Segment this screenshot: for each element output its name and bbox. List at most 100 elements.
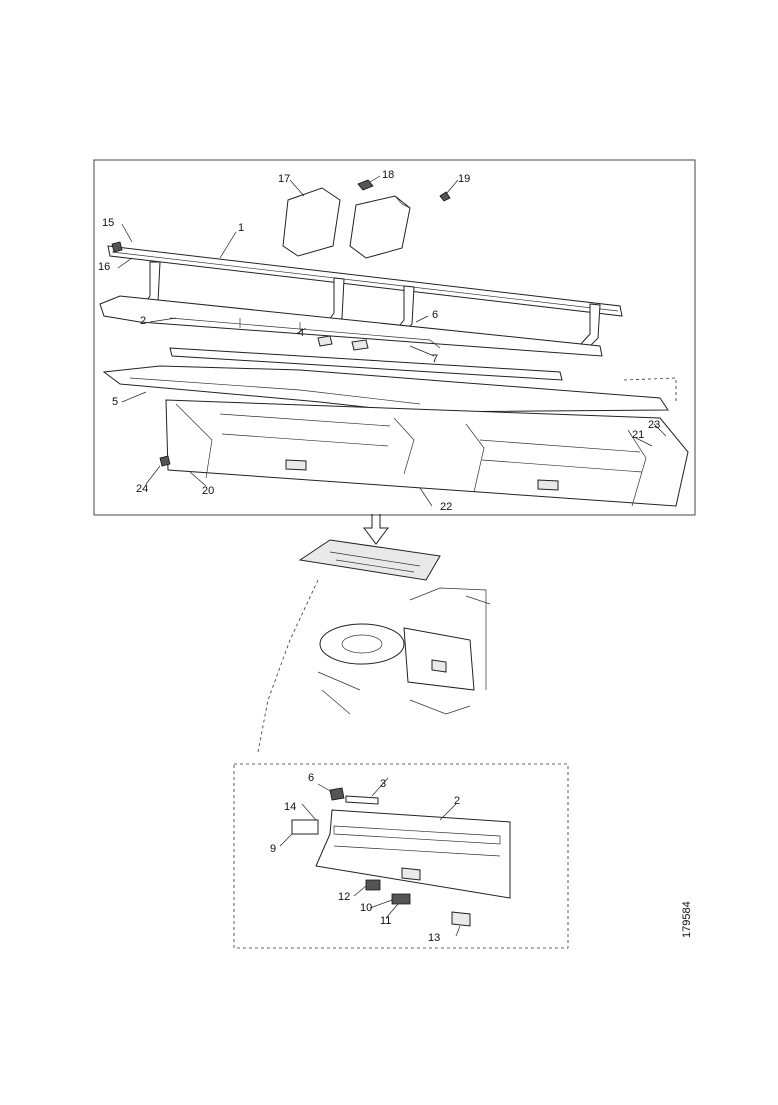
overhead-console-detail [329, 551, 421, 573]
callout-b11: 6 [308, 772, 314, 784]
leader-15 [121, 223, 133, 243]
down-arrow [363, 514, 389, 545]
callout-18: 18 [382, 169, 394, 181]
leader-20 [189, 471, 207, 487]
leader-b10 [371, 777, 389, 797]
leader-24 [145, 465, 161, 485]
mid-plate-edge [169, 317, 441, 349]
callout-4: 4 [298, 327, 304, 339]
storage-panel-groove [333, 845, 501, 857]
arrow-marks [239, 318, 301, 330]
lower-plate [102, 365, 669, 413]
lamp-part-12 [451, 911, 471, 927]
seat-lines [317, 671, 361, 715]
top-rail-inner [111, 251, 619, 312]
callout-b6: 10 [360, 902, 372, 914]
callout-21: 21 [632, 429, 644, 441]
callout-17: 17 [278, 173, 290, 185]
leader-b12 [455, 925, 461, 937]
console-seam-right [465, 423, 485, 493]
callout-b10: 3 [380, 778, 386, 790]
callout-16: 16 [98, 261, 110, 273]
leader-b14 [301, 803, 317, 821]
dashboard-panel [403, 627, 475, 691]
panel-switch [401, 867, 421, 881]
callout-20: 20 [202, 485, 214, 497]
steering-wheel [319, 623, 405, 665]
leader-6 [415, 315, 429, 323]
clip-part-18 [357, 179, 374, 191]
lower-plate-edge [129, 377, 421, 405]
bottom-panel: 6 3 2 14 9 12 10 11 13 [233, 763, 569, 949]
mid-plate-slot-2 [351, 339, 369, 351]
glass-panel-left [282, 187, 341, 257]
console-switch-right [537, 479, 559, 491]
console-switch-left [285, 459, 307, 471]
top-rail [107, 245, 623, 317]
mid-plate [99, 295, 603, 357]
reference-number: 179584 [681, 901, 693, 938]
glass-panel-edge [394, 195, 411, 209]
connector-part-13 [365, 879, 381, 891]
leader-4 [295, 327, 307, 335]
storage-panel [315, 809, 511, 899]
callout-19: 19 [458, 173, 470, 185]
callout-b13: 12 [338, 891, 350, 903]
console-seam-left [175, 403, 213, 479]
callout-2: 2 [140, 315, 146, 327]
steering-hub [341, 634, 383, 654]
leader-21 [635, 437, 653, 447]
end-cap-24 [159, 455, 171, 467]
glass-panel-right [349, 195, 411, 259]
door-outline [409, 587, 487, 690]
leader-b11 [317, 783, 333, 793]
leader-b3 [385, 903, 399, 919]
screw-part-19 [439, 191, 451, 202]
callout-23: 23 [648, 419, 660, 431]
leader-b9 [439, 803, 457, 821]
callout-24: 24 [136, 483, 148, 495]
leader-b6 [369, 899, 393, 909]
callout-5: 5 [112, 396, 118, 408]
leader-7 [409, 345, 435, 357]
bottom-panel-frame [233, 763, 569, 949]
callout-b2: 9 [270, 843, 276, 855]
a-pillar [257, 579, 319, 753]
callout-22: 22 [440, 501, 452, 513]
trim-strip [169, 347, 563, 381]
bracket-part-2 [291, 819, 319, 835]
callout-b3: 11 [380, 915, 391, 927]
top-panel: 1 2 4 5 6 7 15 16 17 18 19 20 21 22 23 2… [93, 159, 696, 516]
end-clip-15 [111, 241, 123, 253]
leader-19 [445, 179, 459, 195]
leader-22 [419, 487, 433, 507]
leader-23 [653, 423, 667, 437]
switch-part-3 [391, 893, 411, 905]
leader-b2 [279, 833, 293, 847]
middle-view [257, 539, 491, 753]
mid-plate-slot [317, 335, 333, 347]
leader-16 [117, 257, 133, 269]
leader-5 [121, 391, 147, 403]
strip-part-10 [345, 795, 379, 805]
callout-6: 6 [432, 309, 438, 321]
overhead-console [298, 539, 441, 581]
callout-b14: 14 [284, 801, 296, 813]
leader-1 [219, 231, 237, 259]
callout-7: 7 [432, 353, 438, 365]
storage-panel-slot [333, 825, 501, 845]
callout-b9: 2 [454, 795, 460, 807]
leader-2 [149, 317, 177, 323]
console-seam-mid [393, 417, 415, 475]
leader-18 [369, 175, 381, 183]
floor-lines [409, 699, 471, 715]
callout-1: 1 [238, 222, 244, 234]
top-panel-frame [93, 159, 696, 516]
leader-b13 [353, 885, 367, 897]
console-seam-end [627, 429, 647, 507]
callout-b12: 13 [428, 932, 440, 944]
dashboard-switch [431, 659, 447, 673]
mirror-arm [465, 595, 491, 605]
leader-17 [289, 179, 305, 197]
